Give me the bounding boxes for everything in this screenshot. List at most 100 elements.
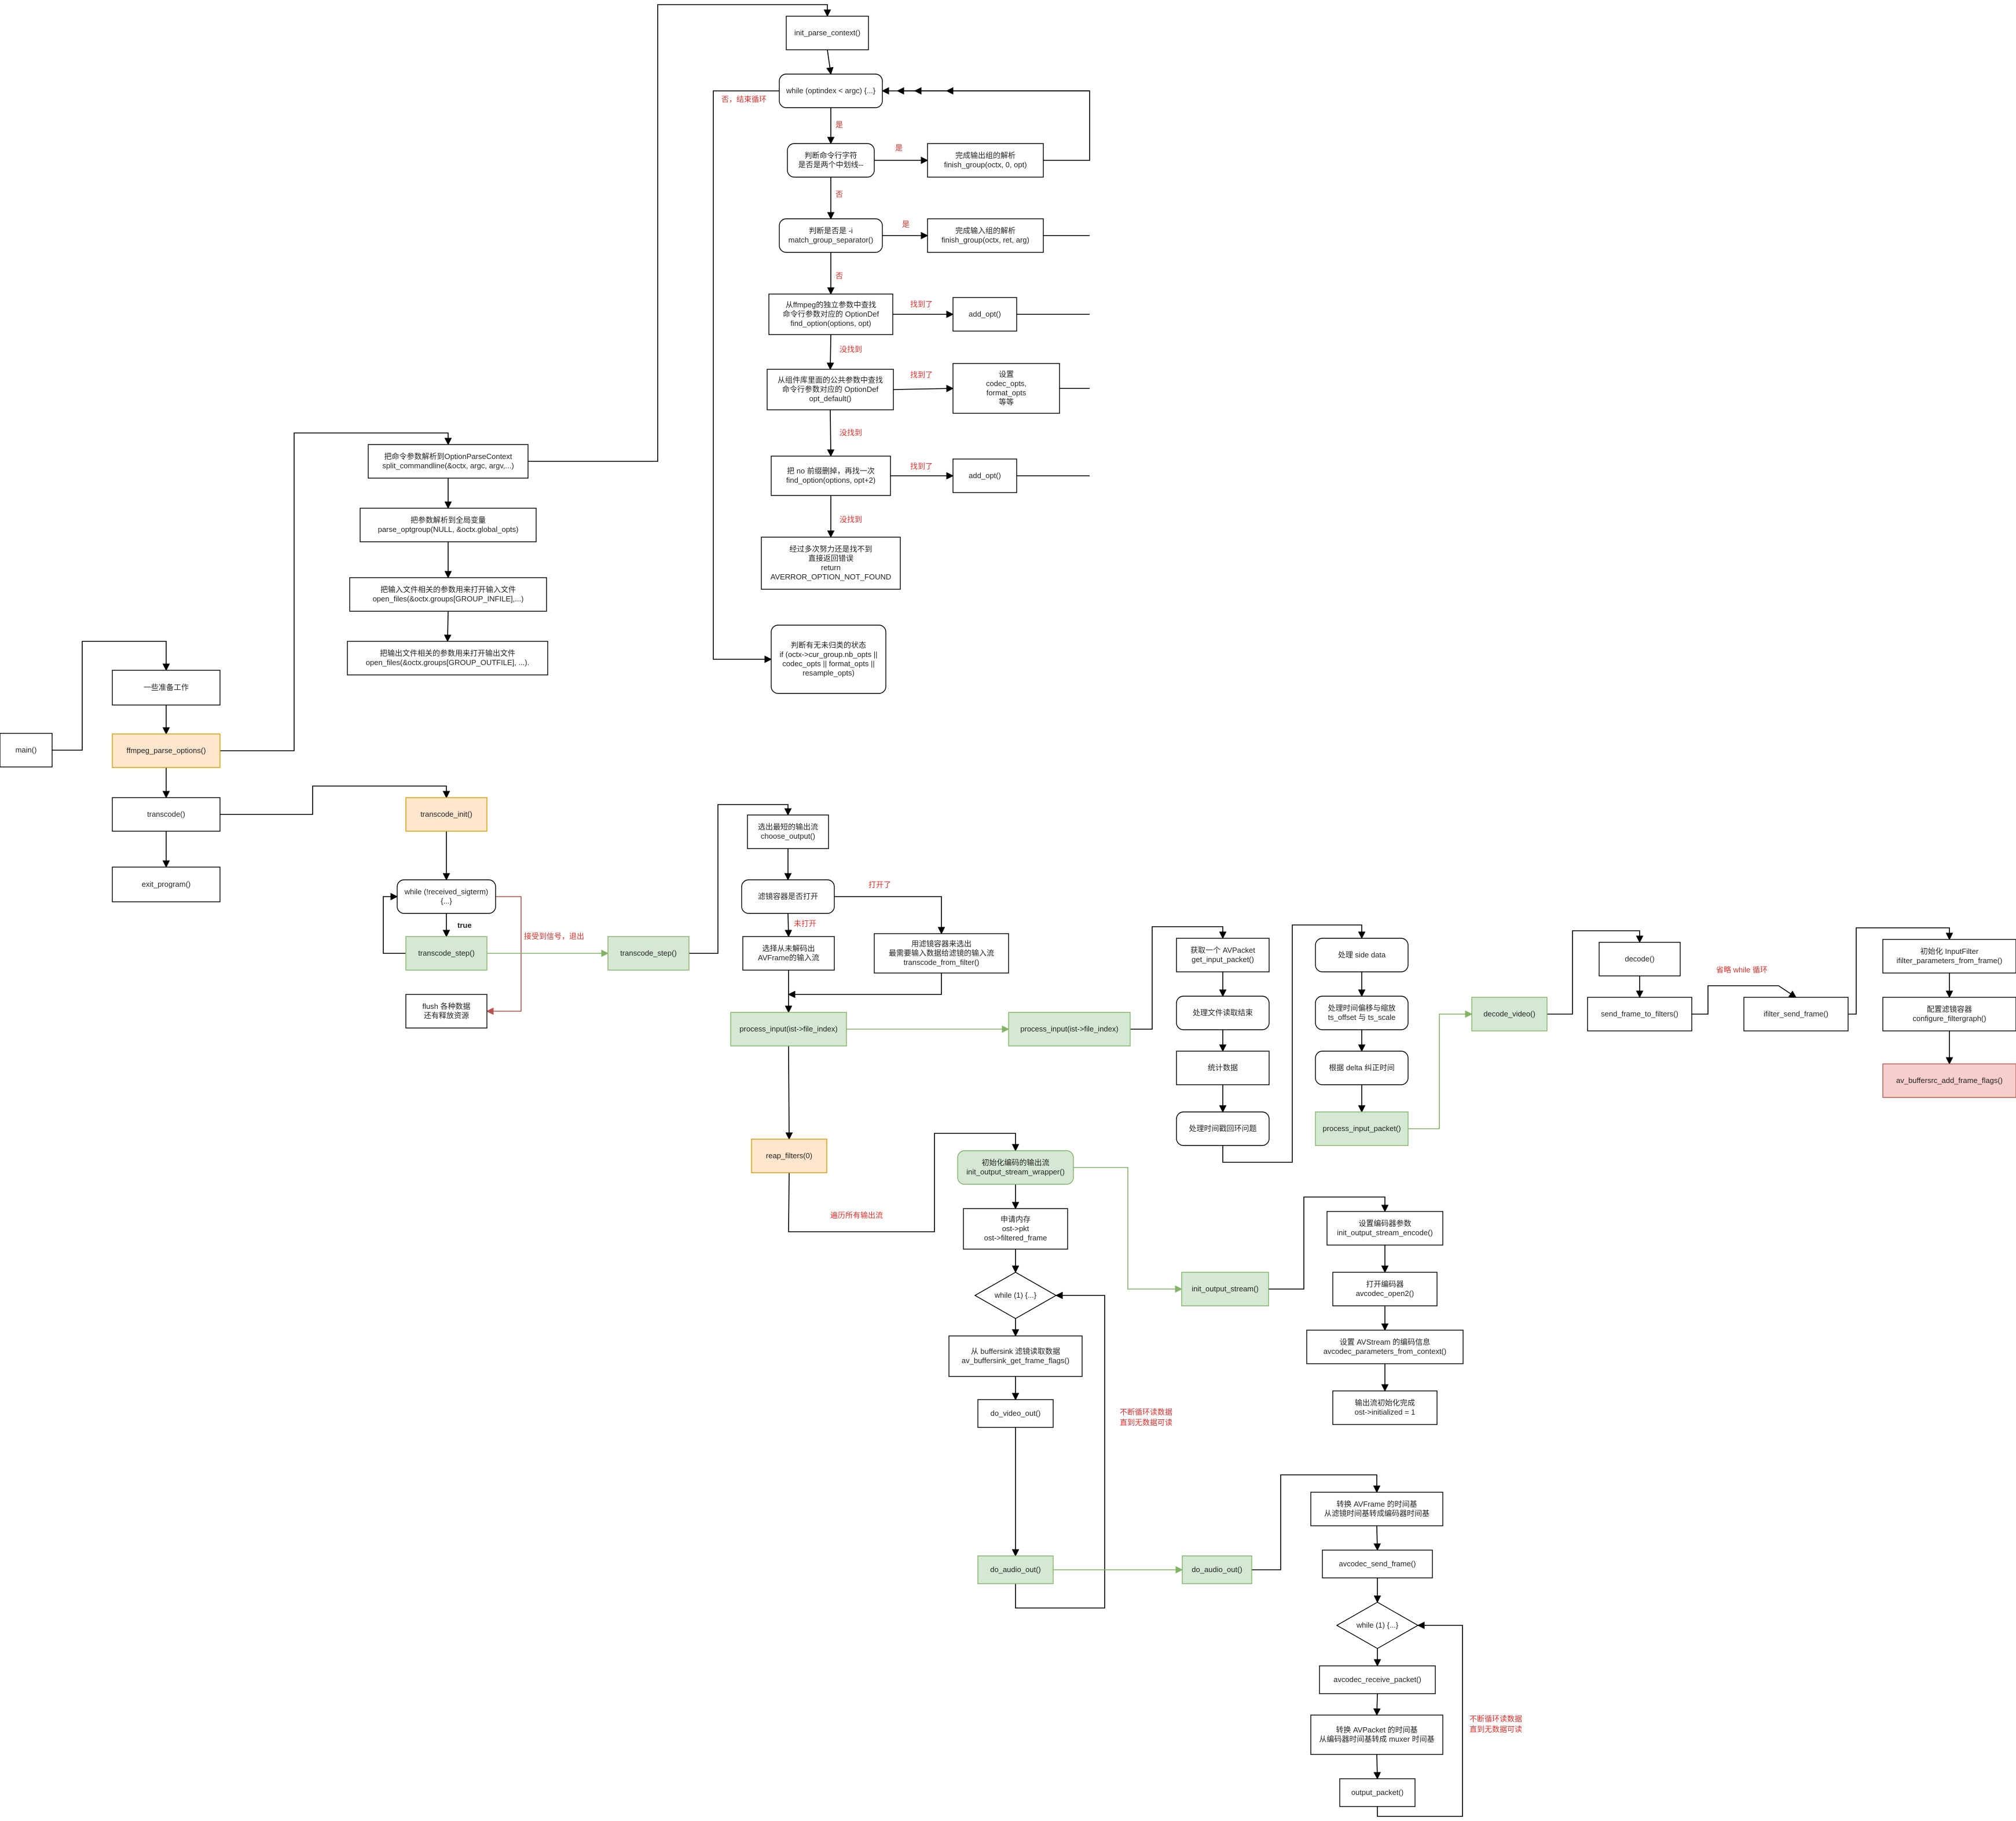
node-shape xyxy=(779,74,883,108)
node-label: 一些准备工作 xyxy=(144,683,189,692)
node-shape xyxy=(1306,1330,1464,1364)
flow-connector xyxy=(689,804,792,954)
edge-label-l-no2: 否 xyxy=(835,271,843,280)
node-label: 设置 AVStream 的编码信息 xyxy=(1340,1338,1431,1346)
node-label: transcode_init() xyxy=(420,810,472,818)
node-label: process_input_packet() xyxy=(1322,1124,1401,1133)
node-label: 完成输出组的解析 xyxy=(955,151,1016,160)
node-shape xyxy=(1743,997,1849,1031)
node-shape xyxy=(360,508,537,542)
node-label: 最需要输入数据给滤镜的输入流 xyxy=(889,949,994,957)
flow-node-init-os: init_output_stream() xyxy=(1181,1272,1269,1306)
node-label: ts_offset 与 ts_scale xyxy=(1328,1013,1396,1022)
node-label: 设置 xyxy=(999,370,1014,379)
node-label: transcode_step() xyxy=(418,949,475,957)
node-shape xyxy=(948,1335,1083,1377)
node-shape xyxy=(1319,1665,1436,1694)
flow-node-get-frame: 从 buffersink 滤镜读取数据av_buffersink_get_fra… xyxy=(948,1335,1083,1377)
edge-layer xyxy=(52,4,1953,1817)
node-label: process_input(ist->file_index) xyxy=(1020,1025,1118,1033)
node-label: 判断是否是 -i xyxy=(809,226,853,235)
node-label: finish_group(octx, ret, arg) xyxy=(941,236,1029,244)
node-shape xyxy=(874,933,1009,974)
node-shape xyxy=(1315,996,1409,1030)
node-shape xyxy=(397,879,496,914)
node-label: 输出流初始化完成 xyxy=(1355,1398,1415,1407)
flow-node-delta: 根据 delta 纠正时间 xyxy=(1315,1051,1409,1085)
node-shape xyxy=(112,733,221,768)
edge-label-l-true: true xyxy=(457,921,472,930)
flow-node-output-packet: output_packet() xyxy=(1339,1778,1416,1807)
node-label: 处理时间偏移与缩放 xyxy=(1328,1004,1395,1012)
node-shape xyxy=(787,143,875,178)
node-shape xyxy=(1182,1555,1252,1584)
node-shape xyxy=(927,143,1044,178)
flow-node-side-data: 处理 side data xyxy=(1315,938,1409,972)
node-label: ost->filtered_frame xyxy=(984,1233,1047,1242)
node-label: get_input_packet() xyxy=(1192,955,1254,964)
node-label: 把输出文件相关的参数用来打开输出文件 xyxy=(380,649,515,658)
node-shape xyxy=(742,936,835,971)
node-label: configure_filtergraph() xyxy=(1912,1014,1986,1023)
node-label: 经过多次努力还是找不到 xyxy=(789,545,872,553)
flow-connector xyxy=(1222,924,1366,1163)
node-label: find_option(options, opt+2) xyxy=(786,476,875,484)
node-shape xyxy=(368,444,529,479)
node-label: 把命令参数解析到OptionParseContext xyxy=(384,452,512,461)
node-label: 初始化编码的输出流 xyxy=(981,1158,1049,1167)
node-label: avcodec_receive_packet() xyxy=(1333,1675,1421,1684)
flow-node-decode-video: decode_video() xyxy=(1471,997,1548,1031)
node-shape xyxy=(786,16,869,50)
node-shape xyxy=(1310,1492,1443,1526)
flow-node-reap: reap_filters(0) xyxy=(751,1139,827,1173)
flow-node-add-opt2: add_opt() xyxy=(952,458,1017,493)
flow-node-filter-open: 滤镜容器是否打开 xyxy=(741,879,835,914)
flow-node-recv-packet: avcodec_receive_packet() xyxy=(1319,1665,1436,1694)
flow-connector xyxy=(1377,1621,1463,1817)
node-label: init_output_stream_encode() xyxy=(1337,1228,1433,1237)
node-label: 等等 xyxy=(999,398,1014,406)
node-label: find_option(options, opt) xyxy=(790,319,871,328)
node-shape xyxy=(952,458,1017,493)
node-label: 把输入文件相关的参数用来打开输入文件 xyxy=(380,585,516,594)
node-shape xyxy=(112,797,221,832)
node-shape xyxy=(767,369,894,410)
node-label: return xyxy=(821,563,841,572)
node-shape xyxy=(1339,1778,1416,1807)
edge-label-l-loop-b1: 不断循环读数据 xyxy=(1469,1714,1522,1723)
flow-node-not-found: 经过多次努力还是找不到直接返回错误returnAVERROR_OPTION_NO… xyxy=(761,537,901,590)
node-label: do_video_out() xyxy=(991,1409,1041,1418)
flow-connector xyxy=(220,432,452,751)
node-label: avcodec_send_frame() xyxy=(1339,1559,1416,1568)
node-label: 从编码器时间基转成 muxer 时间基 xyxy=(1319,1735,1434,1743)
node-shape xyxy=(1181,1272,1269,1306)
flow-node-proc-in2: process_input(ist->file_index) xyxy=(1008,1012,1131,1047)
flow-connector xyxy=(787,973,942,998)
edge-label-l-loop-a1: 不断循环读数据 xyxy=(1120,1408,1172,1416)
flow-node-stats: 统计数据 xyxy=(1176,1051,1270,1085)
flow-node-audio-out1: do_audio_out() xyxy=(977,1555,1054,1584)
edge-label-l-notopened: 未打开 xyxy=(794,919,816,928)
node-label: AVERROR_OPTION_NOT_FOUND xyxy=(771,572,892,581)
flow-node-decode: decode() xyxy=(1599,942,1681,976)
flow-node-ifilter-send: ifilter_send_frame() xyxy=(1743,997,1849,1031)
node-shape xyxy=(405,994,487,1029)
flow-node-exit-program: exit_program() xyxy=(112,867,221,902)
flow-connector xyxy=(893,384,954,392)
flow-connector xyxy=(1073,1167,1183,1293)
node-shape xyxy=(952,363,1060,414)
edge-label-l-notfound3: 没找到 xyxy=(840,515,862,524)
node-label: 初始化 InputFilter xyxy=(1920,947,1979,956)
flow-connector xyxy=(486,896,522,1015)
node-label: main() xyxy=(16,746,37,754)
node-label: 申请内存 xyxy=(1000,1215,1031,1224)
